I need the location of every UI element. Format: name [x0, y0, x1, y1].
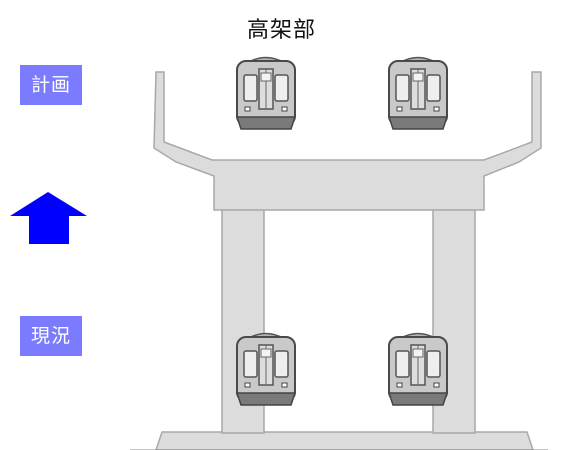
train-front-icon — [236, 332, 296, 406]
elevated-deck — [153, 71, 542, 211]
train-front-icon — [388, 56, 448, 130]
current-label: 現況 — [20, 316, 82, 356]
train-front-icon — [388, 332, 448, 406]
base-slab — [155, 431, 534, 450]
train-front-icon — [236, 56, 296, 130]
diagram-title: 高架部 — [246, 18, 316, 43]
plan-label: 計画 — [20, 65, 82, 105]
arrow-up-icon — [10, 192, 87, 244]
